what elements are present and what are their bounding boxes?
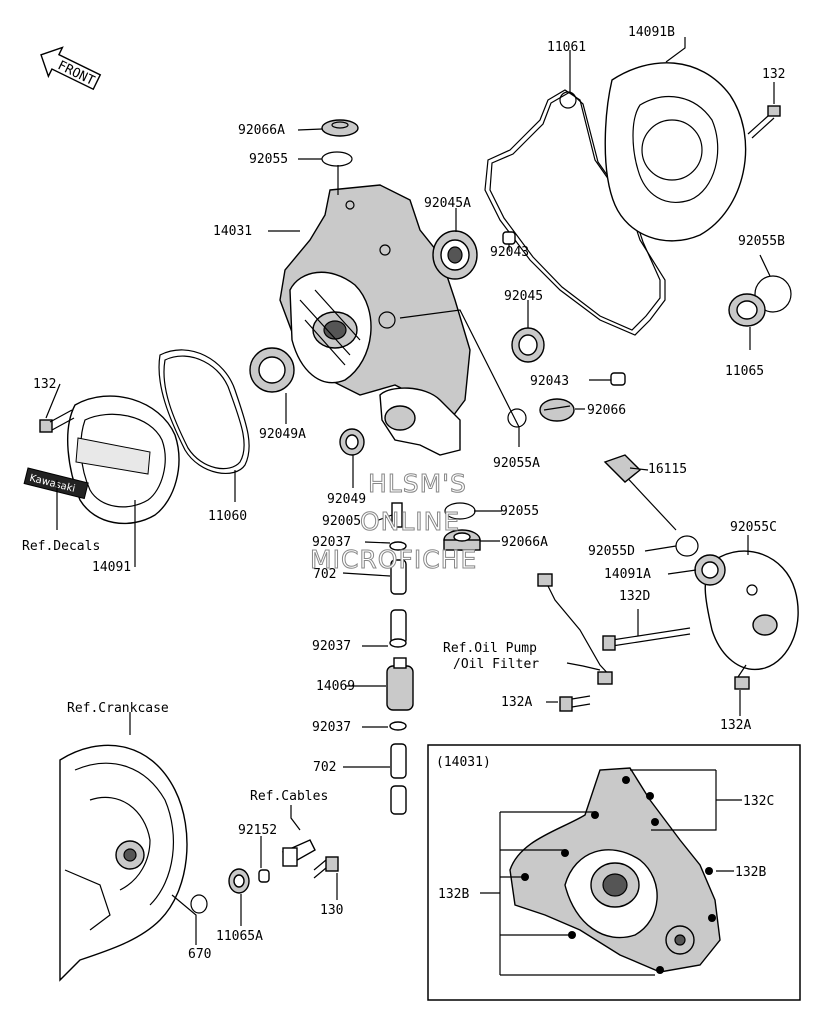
label-132-left: 132	[33, 377, 56, 392]
front-arrow-icon: FRONT	[40, 46, 102, 91]
ref-cables: Ref.Cables	[250, 789, 328, 804]
seal-92049	[339, 428, 365, 456]
label-92055c: 92055C	[730, 520, 777, 535]
label-132b-right: 132B	[735, 865, 766, 880]
gasket-11060	[158, 349, 250, 474]
label-92049a: 92049A	[259, 427, 306, 442]
label-702-b: 702	[313, 760, 336, 775]
label-14091: 14091	[92, 560, 131, 575]
label-92037-a: 92037	[312, 535, 351, 550]
bolt-132a-left	[559, 695, 591, 712]
oil-pipe	[537, 573, 613, 685]
label-92005: 92005	[322, 514, 361, 529]
label-92066a-top: 92066A	[238, 123, 285, 138]
oring-92055b	[754, 275, 792, 313]
inset-bolts	[521, 776, 716, 974]
bolt-132-left	[39, 409, 75, 433]
label-14031: 14031	[213, 224, 252, 239]
oring-92055-top	[321, 151, 353, 167]
ref-oil-filter: /Oil Filter	[453, 657, 539, 672]
label-92055-mid: 92055	[500, 504, 539, 519]
label-92037-b: 92037	[312, 639, 351, 654]
label-132d: 132D	[619, 589, 650, 604]
seal-11065	[728, 293, 766, 327]
label-132c: 132C	[743, 794, 774, 809]
label-92055d: 92055D	[588, 544, 635, 559]
cable-bracket	[281, 839, 316, 867]
label-11065a: 11065A	[216, 929, 263, 944]
label-92066a-mid: 92066A	[501, 535, 548, 550]
label-670: 670	[188, 947, 211, 962]
oring-92055a	[507, 408, 527, 428]
label-11061: 11061	[547, 40, 586, 55]
inset-title: (14031)	[436, 755, 491, 770]
label-132a-left: 132A	[501, 695, 532, 710]
dipstick-16115	[603, 454, 677, 531]
dowel-92043-b	[610, 372, 626, 386]
ref-decals: Ref.Decals	[22, 539, 100, 554]
label-132a-right: 132A	[720, 718, 751, 733]
watermark: HLSM'S ONLINE MICROFICHE	[310, 469, 477, 575]
leader-lines	[45, 37, 775, 976]
watermark-line-1: HLSM'S	[368, 469, 467, 498]
dowel-92043-a	[502, 231, 516, 245]
cover-14091a	[694, 550, 799, 671]
label-11060: 11060	[208, 509, 247, 524]
label-130: 130	[320, 903, 343, 918]
hose-assembly	[386, 541, 414, 815]
bearing-92045	[511, 327, 545, 363]
seal-11065a	[228, 868, 250, 894]
label-92043-a: 92043	[490, 245, 529, 260]
bolt-132-top	[747, 105, 781, 139]
pump-body	[379, 387, 461, 456]
crankcase-ref	[59, 744, 188, 982]
label-132b-left: 132B	[438, 887, 469, 902]
plug-92066	[539, 398, 575, 422]
label-14091a: 14091A	[604, 567, 651, 582]
seal-92049a	[249, 347, 295, 393]
bolt-132a-right	[734, 664, 750, 690]
label-92066: 92066	[587, 403, 626, 418]
ref-oil-pump: Ref.Oil Pump	[443, 641, 537, 656]
bolt-132d	[602, 627, 691, 651]
ref-crankcase: Ref.Crankcase	[67, 701, 169, 716]
reference-labels: Ref.Decals Ref.Oil Pump /Oil Filter Ref.…	[22, 539, 539, 804]
watermark-line-3: MICROFICHE	[310, 545, 477, 574]
label-11065: 11065	[725, 364, 764, 379]
oring-670	[190, 894, 208, 914]
bearing-92045a	[432, 230, 478, 280]
label-92055b: 92055B	[738, 234, 785, 249]
cover-plate-14091b	[604, 62, 747, 242]
bolt-130	[313, 856, 339, 879]
label-16115: 16115	[648, 462, 687, 477]
outer-cover-14091	[67, 395, 180, 525]
oring-92055d	[675, 535, 699, 557]
label-92037-c: 92037	[312, 720, 351, 735]
part-labels: 14091B 11061 132 92066A 92055 92045A 140…	[33, 25, 785, 962]
watermark-line-2: ONLINE	[360, 507, 460, 536]
label-92055a: 92055A	[493, 456, 540, 471]
label-92055-top: 92055	[249, 152, 288, 167]
inset-box	[427, 744, 801, 1001]
label-92152: 92152	[238, 823, 277, 838]
main-cover-14031	[279, 184, 471, 421]
label-132-top: 132	[762, 67, 785, 82]
inset-cover-14031	[509, 767, 721, 973]
label-92045: 92045	[504, 289, 543, 304]
label-14069: 14069	[316, 679, 355, 694]
plug-92066a-mid	[443, 529, 481, 551]
label-92049: 92049	[327, 492, 366, 507]
label-92043-b: 92043	[530, 374, 569, 389]
label-92045a: 92045A	[424, 196, 471, 211]
label-14091b: 14091B	[628, 25, 675, 40]
collar-92152	[258, 869, 270, 883]
label-702-a: 702	[313, 567, 336, 582]
